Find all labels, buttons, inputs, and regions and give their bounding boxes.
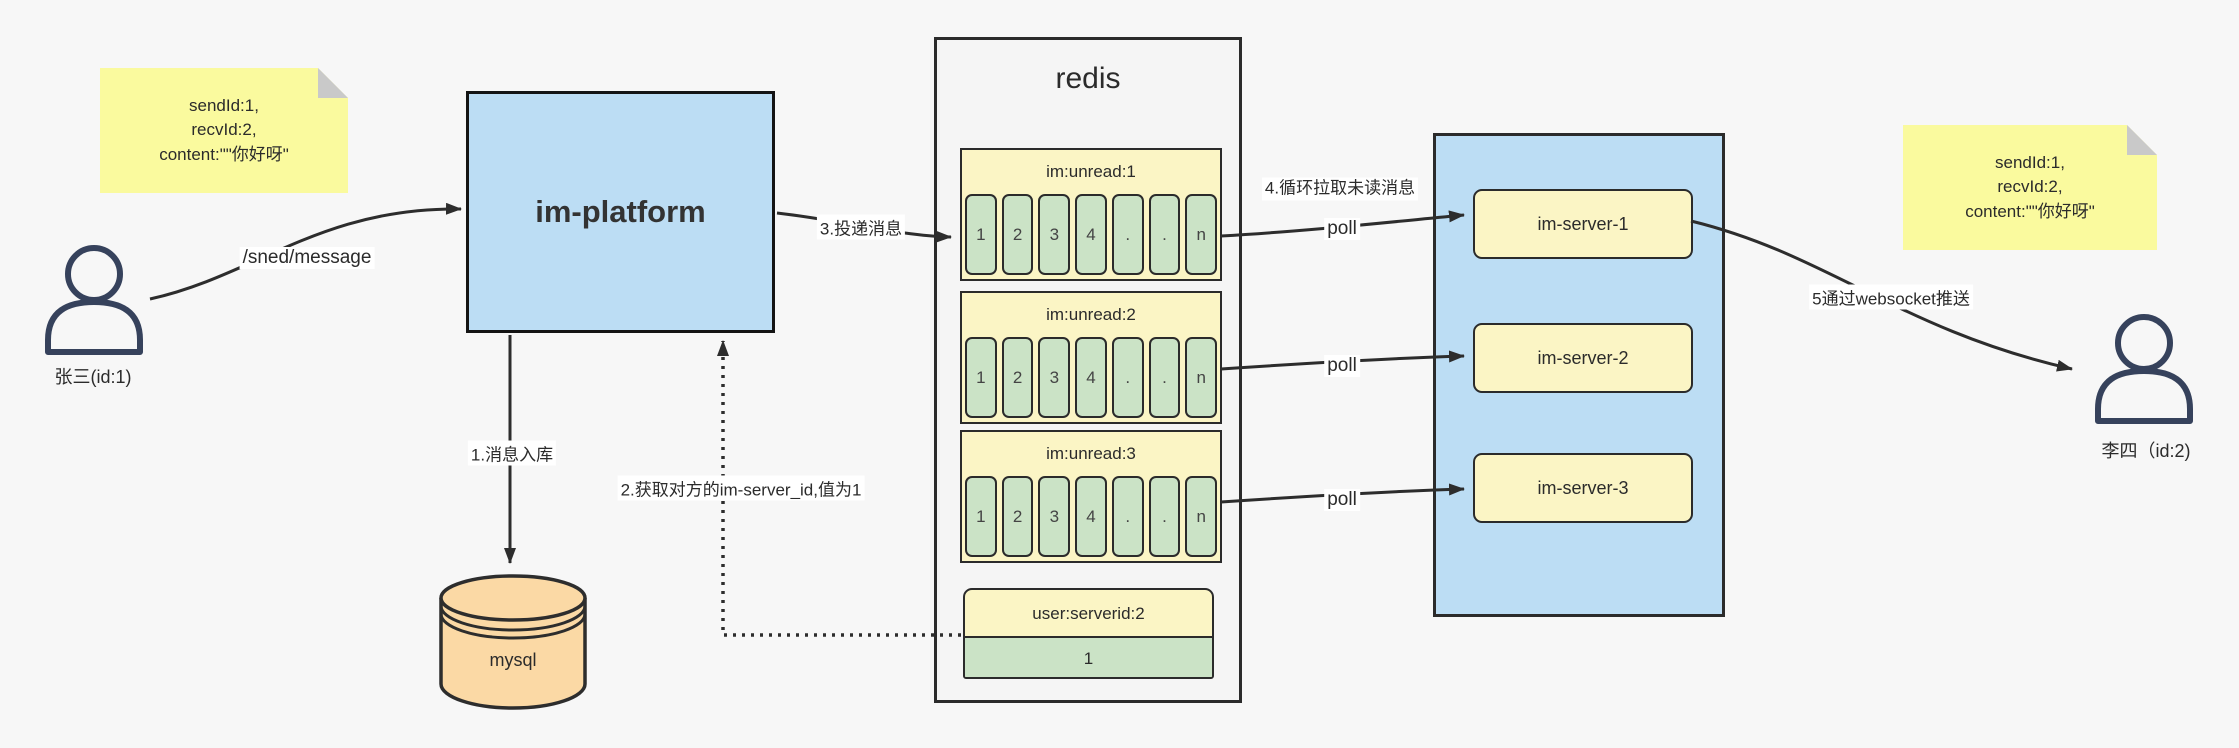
queue-cell: 1 bbox=[965, 476, 997, 557]
queue-cell: 4 bbox=[1075, 194, 1107, 275]
container-redis: redis im:unread:1 1 2 3 4 . . n im:unrea… bbox=[934, 37, 1242, 703]
queue-cell: . bbox=[1148, 337, 1181, 418]
note-line: recvId:2, bbox=[191, 120, 257, 140]
sticky-note-message-right: sendId:1, recvId:2, content:""你好呀" bbox=[1903, 125, 2157, 250]
queue-cell: . bbox=[1111, 476, 1144, 557]
note-line: content:""你好呀" bbox=[159, 144, 289, 164]
edge-label-poll-3: poll bbox=[1324, 489, 1360, 511]
mysql-database-icon bbox=[439, 574, 587, 710]
edge-label-poll-2: poll bbox=[1324, 355, 1360, 377]
edge-label-pull-note: 4.循环拉取未读消息 bbox=[1262, 177, 1418, 201]
note-fold-icon bbox=[2127, 125, 2157, 155]
queue-cell: 4 bbox=[1075, 476, 1107, 557]
receiver-label: 李四（id:2) bbox=[2101, 441, 2191, 461]
queue-header: im:unread:1 bbox=[1046, 162, 1136, 181]
edge-label-send: /sned/message bbox=[239, 247, 375, 269]
container-im-servers: im-server-1 im-server-2 im-server-3 bbox=[1433, 133, 1725, 617]
queue-cell: . bbox=[1111, 337, 1144, 418]
note-line: recvId:2, bbox=[1997, 177, 2063, 197]
im-server-label: im-server-2 bbox=[1537, 347, 1629, 368]
redis-title: redis bbox=[1055, 62, 1121, 95]
queue-im-unread-2: im:unread:2 1 2 3 4 . . n bbox=[960, 291, 1222, 424]
user-serverid-key: user:serverid:2 bbox=[965, 590, 1212, 638]
queue-im-unread-3: im:unread:3 1 2 3 4 . . n bbox=[960, 430, 1222, 563]
queue-cell: 4 bbox=[1075, 337, 1107, 418]
queue-cell: . bbox=[1148, 476, 1181, 557]
queue-cell: 2 bbox=[1001, 337, 1034, 418]
node-im-server-3: im-server-3 bbox=[1473, 453, 1693, 523]
im-server-label: im-server-3 bbox=[1537, 477, 1629, 498]
node-im-server-1: im-server-1 bbox=[1473, 189, 1693, 259]
sticky-note-message-left: sendId:1, recvId:2, content:""你好呀" bbox=[100, 68, 348, 193]
person-receiver-icon bbox=[2095, 314, 2193, 424]
queue-header: im:unread:2 bbox=[1046, 305, 1136, 324]
queue-cell: 2 bbox=[1001, 476, 1034, 557]
edge-label-lookup: 2.获取对方的im-server_id,值为1 bbox=[617, 475, 865, 501]
queue-cells: 1 2 3 4 . . n bbox=[965, 194, 1218, 275]
note-line: content:""你好呀" bbox=[1965, 201, 2095, 221]
queue-cell: n bbox=[1185, 337, 1218, 418]
queue-cell: n bbox=[1185, 476, 1218, 557]
sender-label: 张三(id:1) bbox=[54, 367, 132, 387]
edge-label-push: 5通过websocket推送 bbox=[1809, 284, 1973, 310]
person-sender-icon bbox=[45, 245, 143, 355]
edge-label-poll-1: poll bbox=[1324, 218, 1360, 240]
edge-label-deliver: 3.投递消息 bbox=[816, 214, 906, 240]
queue-cell: 3 bbox=[1038, 194, 1071, 275]
node-user-serverid: user:serverid:2 1 bbox=[963, 588, 1214, 679]
note-line: sendId:1, bbox=[1995, 152, 2065, 172]
node-im-platform: im-platform bbox=[466, 91, 775, 333]
mysql-label: mysql bbox=[489, 650, 537, 670]
queue-cells: 1 2 3 4 . . n bbox=[965, 476, 1218, 557]
queue-cell: 3 bbox=[1038, 337, 1071, 418]
queue-cell: 1 bbox=[965, 194, 997, 275]
queue-im-unread-1: im:unread:1 1 2 3 4 . . n bbox=[960, 148, 1222, 281]
im-server-label: im-server-1 bbox=[1537, 213, 1629, 234]
user-serverid-value: 1 bbox=[965, 638, 1212, 677]
edge-label-store: 1.消息入库 bbox=[467, 440, 557, 466]
queue-cell: n bbox=[1185, 194, 1218, 275]
queue-cell: . bbox=[1148, 194, 1181, 275]
queue-cells: 1 2 3 4 . . n bbox=[965, 337, 1218, 418]
queue-header: im:unread:3 bbox=[1046, 444, 1136, 463]
note-fold-icon bbox=[318, 68, 348, 98]
note-line: sendId:1, bbox=[189, 95, 259, 115]
im-platform-label: im-platform bbox=[535, 194, 706, 229]
node-im-server-2: im-server-2 bbox=[1473, 323, 1693, 393]
queue-cell: 2 bbox=[1001, 194, 1034, 275]
queue-cell: 1 bbox=[965, 337, 997, 418]
queue-cell: 3 bbox=[1038, 476, 1071, 557]
queue-cell: . bbox=[1111, 194, 1144, 275]
